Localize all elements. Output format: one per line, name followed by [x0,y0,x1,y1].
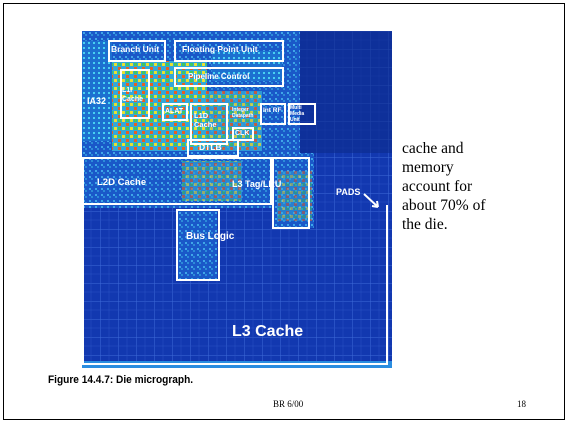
slide-frame: Branch Unit Floating Point Unit IA32 Pip… [3,3,565,420]
ia32-label: IA32 [87,96,107,106]
body-line-4: about 70% of [402,197,486,214]
l3-cache-outline [82,205,388,365]
die-micrograph-graphic [82,31,392,368]
slide-number: 18 [517,399,526,409]
l2d-cache-outline [82,157,272,205]
alat-outline [162,103,188,121]
figure-caption: Figure 14.4.7: Die micrograph. [48,374,194,386]
multi-media-unit-outline [288,103,316,125]
die-micrograph: Branch Unit Floating Point Unit IA32 Pip… [82,31,392,368]
l1i-cache-label: L1I Cache [122,87,144,103]
body-line-1: cache and [402,140,464,157]
l3-tag-lru-label: L3 Tag/LRU [232,179,282,189]
branch-unit-label: Branch Unit [111,44,160,54]
footer-reference: BR 6/00 [273,399,304,409]
clk-outline [232,127,254,141]
l1d-cache-outline [190,103,228,145]
alat-label: ALAT [165,108,184,115]
pads-arrow-icon [363,193,379,208]
body-line-5: the die. [402,216,448,233]
pipeline-control-outline [174,67,284,87]
l3-tag-lru-outline [272,157,310,229]
body-line-3: account for [402,178,473,195]
pads-label: PADS [336,187,361,197]
multi-media-unit-label: Multi Media Unit [290,105,305,123]
branch-unit-outline [108,40,166,62]
l1i-cache-outline [120,69,150,119]
bus-logic-outline [176,209,220,281]
l1d-cache-label: L1D Cache [194,111,217,129]
slide-body-text: cache and memory account for about 70% o… [402,139,552,234]
int-rf-outline [260,103,286,125]
int-rf-label: Int RF [263,107,282,114]
floating-point-unit-outline [174,40,284,62]
floating-point-unit-label: Floating Point Unit [182,44,258,54]
body-line-2: memory [402,159,454,176]
dtlb-label: DTLB [199,142,222,152]
l2d-cache-label: L2D Cache [97,177,147,188]
dtlb-outline [187,139,239,157]
integer-datapath-label: Integer Datapath [232,107,254,119]
pipeline-control-label: Pipeline Control [188,72,250,81]
l3-cache-label: L3 Cache [232,323,304,340]
bus-logic-label: Bus Logic [186,231,235,242]
clk-label: CLK [235,130,250,137]
